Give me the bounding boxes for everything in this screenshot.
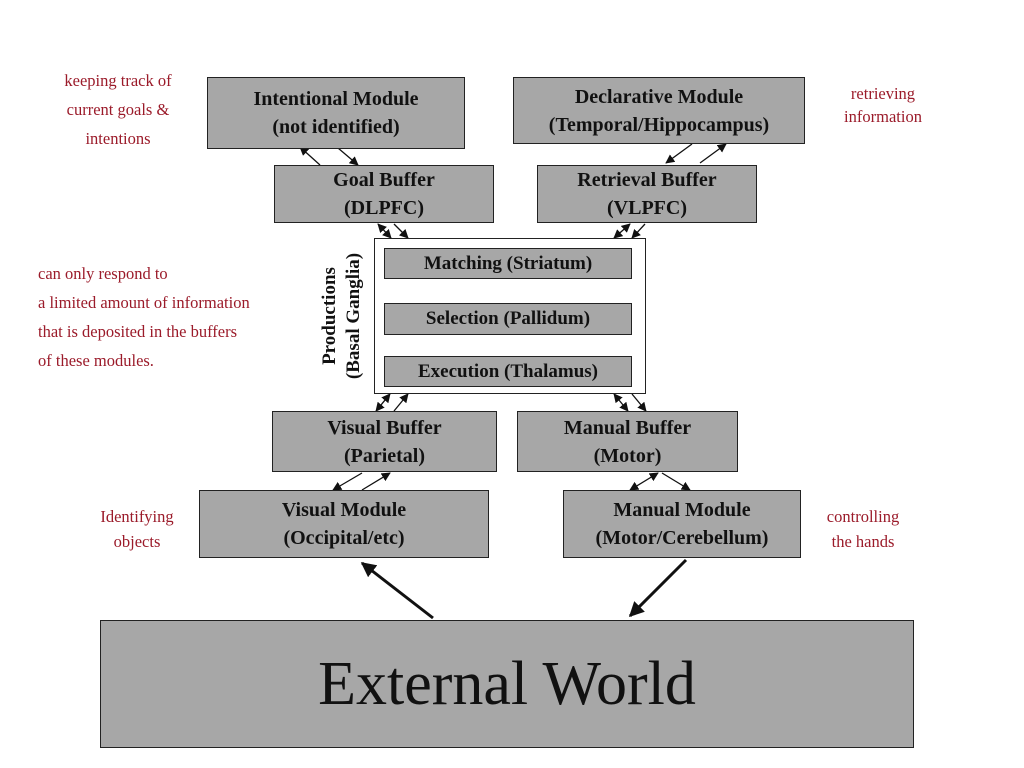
note-productions-line: that is deposited in the buffers [38,322,238,341]
arrow-productions-visual-a [375,393,391,412]
matching-box: Matching (Striatum) [384,248,632,279]
execution-box: Execution (Thalamus) [384,356,632,387]
arrow-manual-buffer-module-a [629,472,659,491]
arrow-goal-productions-a [377,223,392,239]
arrow-world-to-visual [360,561,434,620]
manual-buffer-title: Manual Buffer [563,416,692,439]
retrieval-buffer-region: (VLPFC) [607,197,687,219]
declarative-module-box: Declarative Module (Temporal/Hippocampus… [513,77,805,144]
arrow-visualbuffer-to-module [332,472,363,491]
note-goals-line: intentions [85,129,151,148]
arrow-manual-to-world [628,558,688,618]
note-manual: controlling the hands [808,504,918,554]
arrow-productions-manual-a [613,393,629,412]
note-visual-line: objects [113,532,161,551]
intentional-module-box: Intentional Module (not identified) [207,77,465,149]
goal-buffer-region: (DLPFC) [344,197,424,219]
arrow-retrieval-productions-b [631,223,646,239]
visual-module-region: (Occipital/etc) [283,527,405,549]
productions-label: Productions (Basal Ganglia) [312,240,372,392]
note-productions: can only respond to a limited amount of … [38,259,250,375]
manual-module-region: (Motor/Cerebellum) [595,527,769,549]
declarative-module-region: (Temporal/Hippocampus) [548,113,770,136]
visual-buffer-region: (Parietal) [343,444,426,467]
arrow-declarative-to-retrieval [665,143,693,164]
note-productions-line: of these modules. [38,351,154,370]
retrieval-buffer-title: Retrieval Buffer [577,169,717,191]
arrow-manual-buffer-module-b [661,472,691,491]
note-manual-line: the hands [831,532,895,551]
visual-module-title: Visual Module [281,499,407,521]
selection-box: Selection (Pallidum) [384,303,632,335]
goal-buffer-title: Goal Buffer [333,169,435,191]
manual-module-title: Manual Module [613,499,751,521]
visual-buffer-box: Visual Buffer (Parietal) [272,411,497,472]
goal-buffer-box: Goal Buffer (DLPFC) [274,165,494,223]
retrieval-buffer-box: Retrieval Buffer (VLPFC) [537,165,757,223]
declarative-module-title: Declarative Module [574,85,744,108]
arrow-intentional-to-goal [337,147,359,166]
note-goals: keeping track of current goals & intenti… [50,66,186,153]
arrow-productions-manual-b [631,393,647,412]
intentional-module-title: Intentional Module [253,88,419,110]
note-productions-line: a limited amount of information [38,293,250,312]
productions-label-title: Productions [319,267,340,365]
note-retrieving-line: information [844,107,922,126]
note-manual-line: controlling [826,507,900,526]
note-goals-line: keeping track of [64,71,172,90]
arrow-productions-visual-b [393,393,409,412]
intentional-module-region: (not identified) [272,116,400,138]
note-productions-line: can only respond to [38,264,168,283]
manual-buffer-box: Manual Buffer (Motor) [517,411,738,472]
arrow-goal-productions-b [393,223,409,239]
note-retrieving: retrieving information [828,82,938,128]
visual-buffer-title: Visual Buffer [327,416,442,439]
manual-module-box: Manual Module (Motor/Cerebellum) [563,490,801,558]
manual-buffer-region: (Motor) [593,444,662,467]
arrow-retrieval-to-declarative [699,143,727,164]
external-world-box: External World [100,620,914,748]
arrow-retrieval-productions-a [613,223,631,239]
note-goals-line: current goals & [66,100,170,119]
arrow-goal-to-intentional [299,146,321,166]
visual-module-box: Visual Module (Occipital/etc) [199,490,489,558]
arrow-visualmodule-to-buffer [361,472,391,491]
external-world-label: External World [318,649,696,718]
note-visual-line: Identifying [100,507,174,526]
productions-label-region: (Basal Ganglia) [343,252,364,380]
note-visual: Identifying objects [84,504,190,554]
note-retrieving-line: retrieving [850,84,916,103]
